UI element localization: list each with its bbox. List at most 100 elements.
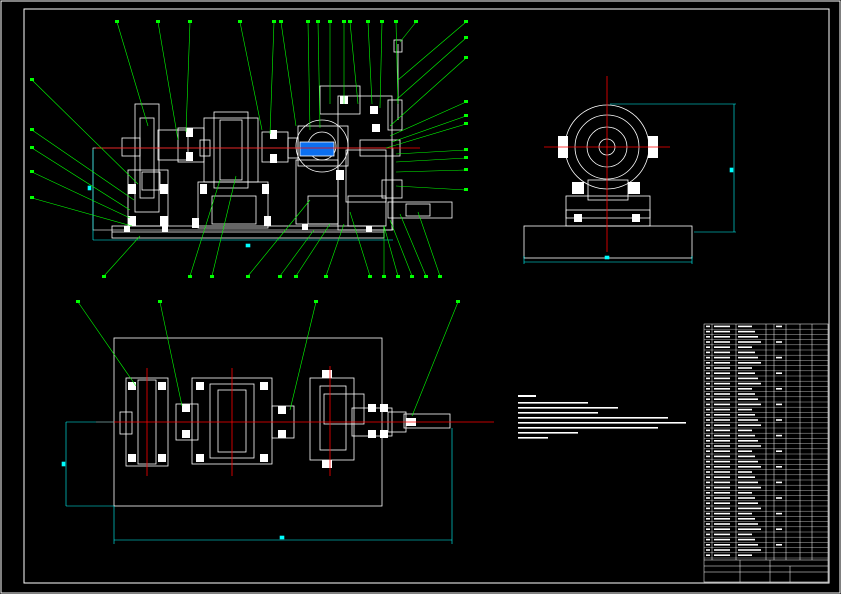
parts-list-entry-mark (738, 507, 761, 510)
parts-list-entry-mark (714, 341, 730, 343)
parts-list-entry-mark (738, 512, 752, 515)
parts-list-entry-mark (714, 393, 730, 395)
parts-list-entry-mark (706, 466, 710, 468)
plan-bolts (128, 370, 416, 468)
parts-list-entry-mark (714, 356, 730, 359)
parts-list-entry-mark (738, 424, 761, 426)
parts-list-entry-mark (706, 341, 710, 343)
parts-list-entry-mark (714, 549, 730, 551)
parts-list-entry-mark (776, 341, 782, 343)
front-leaders (31, 21, 467, 277)
parts-list-entry-mark (714, 466, 730, 468)
parts-list-entry-mark (738, 445, 761, 447)
parts-list-entry-mark (706, 388, 710, 390)
parts-list-entry-mark (714, 429, 730, 432)
parts-list-entry-mark (738, 476, 755, 478)
parts-list-entry-mark (776, 466, 782, 468)
parts-list-entry-mark (706, 445, 710, 447)
parts-list-entry-mark (706, 440, 710, 442)
parts-list-entry-mark (738, 403, 761, 406)
parts-list-entry-mark (738, 533, 752, 536)
parts-list-entry-mark (738, 393, 755, 395)
parts-list-entry-mark (714, 367, 730, 369)
parts-list-entry-mark (706, 336, 710, 338)
parts-list-entry-mark (738, 351, 755, 354)
front-drum (203, 117, 259, 183)
plan-centerlines (96, 366, 494, 476)
parts-list-entry-mark (714, 325, 730, 328)
parts-list-entry-mark (776, 528, 782, 530)
parts-list-entry-mark (776, 419, 782, 421)
parts-list-entry-mark (738, 372, 755, 374)
parts-list-entry-mark (714, 346, 730, 348)
parts-list-entry-mark (776, 481, 782, 484)
parts-list-entry-mark (738, 502, 758, 504)
parts-list-entry-mark (738, 554, 752, 556)
parts-list-entry-mark (738, 356, 758, 359)
plan-leaders (77, 301, 459, 417)
parts-list-entry-mark (706, 518, 710, 520)
parts-list-rows (704, 329, 828, 559)
parts-list-entry-mark (714, 528, 730, 530)
parts-list-entry-mark (714, 518, 730, 520)
parts-list-entry-mark (738, 325, 752, 328)
parts-list-entry-mark (776, 434, 782, 437)
parts-list-entry-mark (776, 325, 782, 328)
parts-list-entry-mark (714, 554, 730, 556)
parts-list-entry-mark (706, 398, 710, 400)
parts-list-entry-mark (738, 388, 752, 390)
front-leader-dots (30, 20, 468, 278)
parts-list-entry-mark (706, 481, 710, 484)
parts-list-entry-mark (738, 382, 761, 385)
parts-list-entry-mark (706, 533, 710, 536)
parts-list-entry-mark (706, 367, 710, 369)
parts-list-entry-mark (714, 382, 730, 385)
parts-list-entry-mark (714, 455, 730, 458)
parts-list-entry-mark (738, 471, 752, 473)
plan-dimensions (61, 421, 453, 544)
parts-list-entry-mark (738, 497, 755, 499)
parts-list-entry-mark (714, 523, 730, 525)
parts-list-entry-mark (738, 544, 758, 546)
parts-list-entry-mark (738, 486, 761, 489)
parts-list-entry-mark (706, 523, 710, 525)
parts-list-entry-mark (738, 492, 752, 494)
parts-list-entry-mark (714, 434, 730, 437)
parts-list-entry-mark (776, 403, 782, 406)
parts-list-entry-mark (706, 502, 710, 504)
parts-list-entry-mark (706, 377, 710, 380)
parts-list-entry-mark (714, 476, 730, 478)
parts-list-entry-mark (738, 549, 761, 551)
parts-list-entry-mark (706, 549, 710, 551)
parts-list-entries (706, 325, 782, 556)
front-right-housing (337, 95, 393, 231)
parts-list-entry-mark (706, 424, 710, 426)
parts-list-entry-mark (738, 346, 752, 348)
parts-list-entry-mark (706, 450, 710, 452)
parts-list-entry-mark (706, 382, 710, 385)
parts-list-entry-mark (714, 445, 730, 447)
parts-list-entry-mark (706, 538, 710, 541)
parts-list-entry-mark (706, 351, 710, 354)
parts-list-entry-mark (706, 403, 710, 406)
parts-list-entry-mark (714, 408, 730, 411)
technical-notes (518, 395, 686, 439)
parts-list-entry-mark (706, 419, 710, 421)
parts-list-entry-mark (714, 450, 730, 452)
parts-list-entry-mark (714, 372, 730, 374)
parts-list-entry-mark (706, 362, 710, 364)
parts-list-entry-mark (714, 419, 730, 421)
parts-list-entry-mark (738, 450, 752, 452)
parts-list-entry-mark (738, 455, 755, 458)
parts-list-entry-mark (706, 507, 710, 510)
parts-list-entry-mark (738, 440, 758, 442)
parts-list-entry-mark (714, 398, 730, 400)
parts-list-entry-mark (714, 460, 730, 463)
parts-list-entry-mark (776, 388, 782, 390)
parts-list-entry-mark (714, 492, 730, 494)
parts-list-entry-mark (714, 502, 730, 504)
parts-list-entry-mark (706, 455, 710, 458)
parts-list-entry-mark (714, 512, 730, 515)
